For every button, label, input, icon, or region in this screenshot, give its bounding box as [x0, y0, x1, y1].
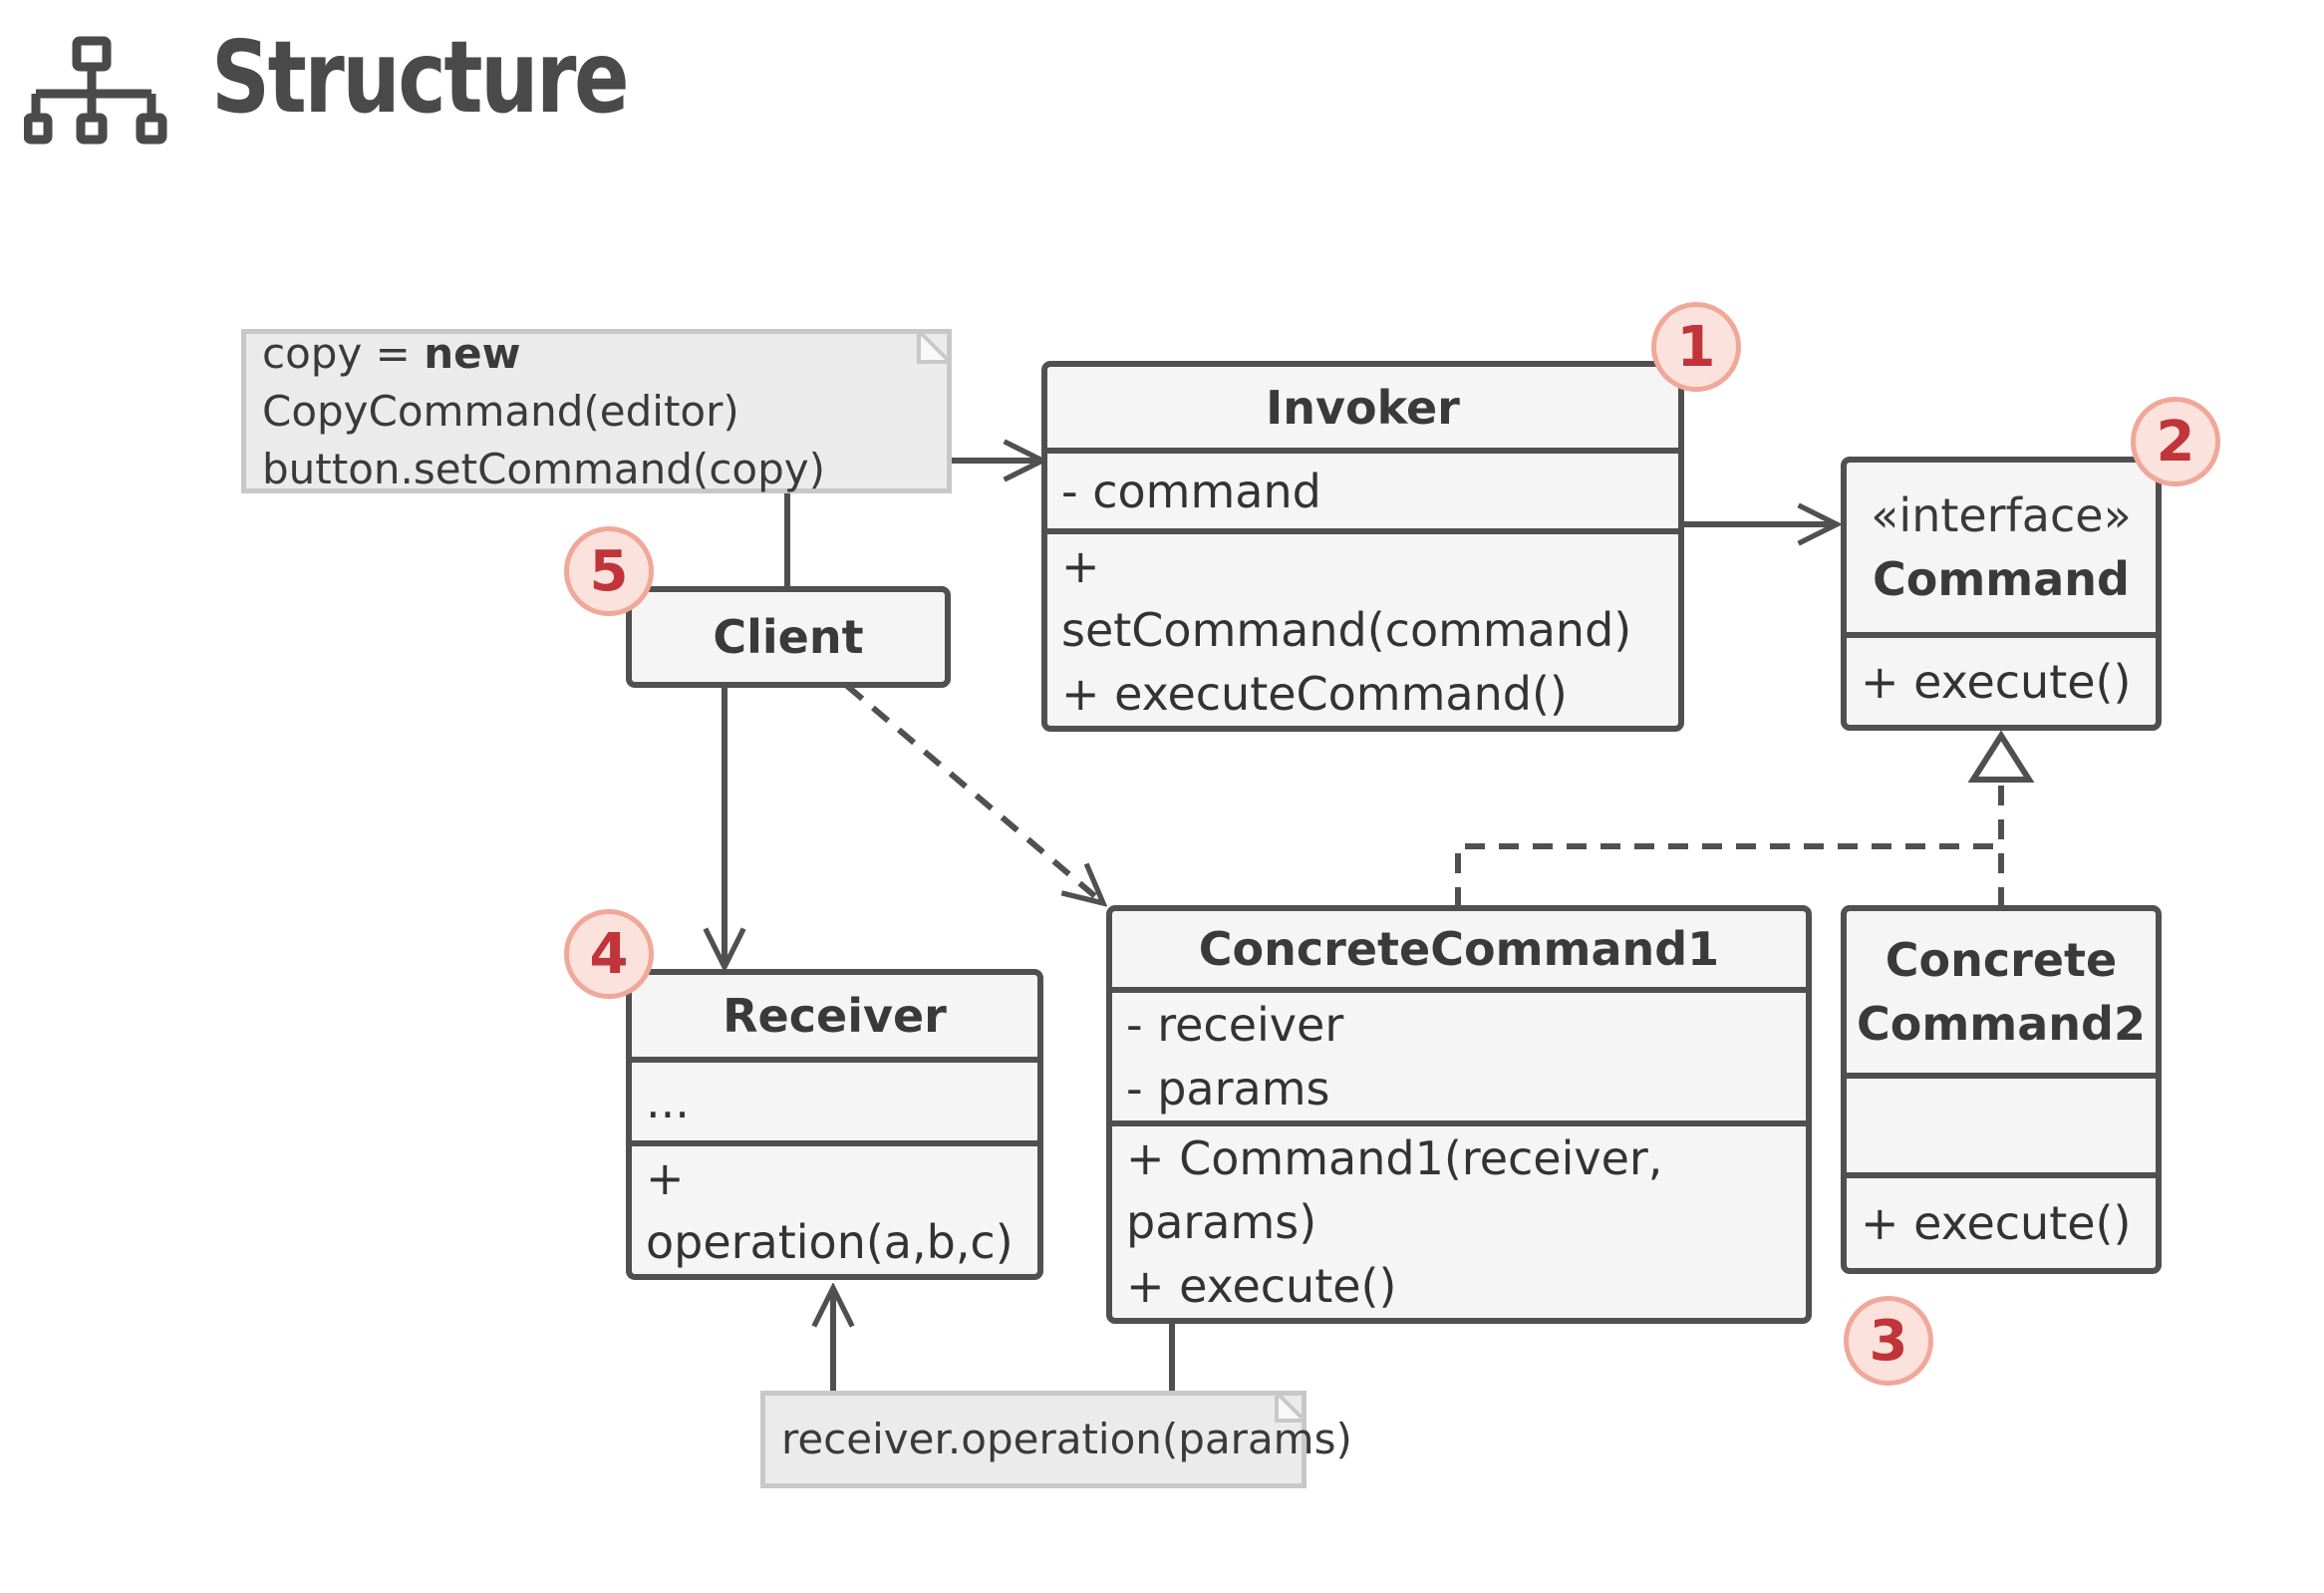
concrete-command1-name: ConcreteCommand1	[1198, 922, 1720, 976]
step-badge-5: 5	[564, 526, 654, 616]
step-badge-2: 2	[2131, 397, 2220, 486]
step-badge-1: 1	[1651, 302, 1741, 392]
concrete-command2-name-line1: Concrete	[1885, 933, 2118, 987]
concrete1-field: - receiver	[1126, 998, 1344, 1052]
receiver-code-note: receiver.operation(params)	[760, 1391, 1352, 1488]
concrete1-method: + Command1(receiver, params)	[1126, 1131, 1663, 1249]
note-keyword-new: new	[424, 328, 521, 378]
invoker-method: + setCommand(command)	[1061, 539, 1632, 657]
note-line1-pre: copy =	[262, 328, 425, 378]
implementation-triangle	[1967, 730, 2035, 783]
concrete1-field: - params	[1126, 1062, 1330, 1115]
concrete1-implements-line	[1455, 843, 2001, 907]
client-to-concrete1-dashed-arrow	[845, 683, 1103, 903]
sitemap-icon	[24, 36, 167, 145]
note-fold-corner	[1275, 1391, 1307, 1423]
step-badge-4: 4	[564, 909, 654, 999]
note-line2: button.setCommand(copy)	[262, 444, 826, 493]
receiver-class-name: Receiver	[723, 988, 947, 1043]
concrete-command2-class: Concrete Command2 + execute()	[1841, 905, 2162, 1274]
concrete1-method: + execute()	[1126, 1259, 1397, 1313]
command-method: + execute()	[1861, 654, 2132, 709]
client-class-name: Client	[713, 610, 864, 664]
command-interface-name: Command	[1873, 552, 2130, 606]
concrete2-method: + execute()	[1861, 1196, 2132, 1250]
concrete-command1-class: ConcreteCommand1 - receiver - params + C…	[1106, 905, 1812, 1324]
receiver-note-text: receiver.operation(params)	[781, 1415, 1352, 1463]
receiver-class: Receiver ... + operation(a,b,c)	[626, 969, 1043, 1280]
client-class: Client	[626, 586, 951, 688]
invoker-field: - command	[1061, 464, 1321, 518]
client-code-note: copy = new CopyCommand(editor) button.se…	[241, 329, 952, 493]
note-line1-post: CopyCommand(editor)	[262, 386, 739, 436]
note-fold-corner	[917, 329, 952, 364]
receiver-method: + operation(a,b,c)	[646, 1151, 1014, 1269]
invoker-class-name: Invoker	[1266, 380, 1460, 435]
invoker-class: Invoker - command + setCommand(command) …	[1041, 361, 1684, 732]
page-title: Structure	[211, 19, 630, 136]
interface-stereotype: «interface»	[1871, 488, 2132, 542]
command-interface: «interface» Command + execute()	[1841, 457, 2162, 731]
concrete-command2-name-line2: Command2	[1857, 997, 2146, 1051]
concrete2-fields-empty	[1847, 1073, 2156, 1172]
receiver-field: ...	[646, 1074, 690, 1128]
invoker-method: + executeCommand()	[1061, 667, 1568, 721]
step-badge-3: 3	[1844, 1296, 1933, 1386]
